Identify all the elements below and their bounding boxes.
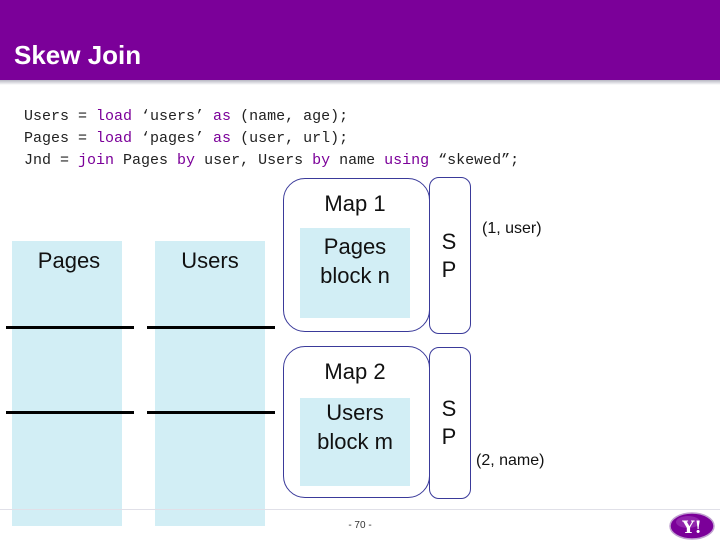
annotation-2-name: (2, name) <box>476 452 545 469</box>
annotation-1-user: (1, user) <box>482 220 542 237</box>
code-token: (user, url); <box>231 130 349 147</box>
slide-title: Skew Join <box>14 40 142 70</box>
title-bar: Skew Join <box>0 0 720 80</box>
map2-block: Users block m <box>300 398 410 486</box>
code-token: Users = <box>24 108 97 125</box>
map2-block-line1: Users <box>326 400 384 425</box>
code-token: user, Users <box>195 152 313 169</box>
sp-box-1 <box>429 177 471 334</box>
map2-label: Map 2 <box>324 359 386 384</box>
code-keyword: by <box>177 152 196 169</box>
page-number: - 70 - <box>348 520 372 531</box>
code-keyword: using <box>384 152 430 169</box>
users-split-line-1 <box>147 326 275 329</box>
yahoo-logo-icon: Y! <box>669 512 715 540</box>
svg-text:Y!: Y! <box>681 518 702 538</box>
users-column-label: Users <box>181 248 239 273</box>
code-line-3: Jnd = join Pages by user, Users by name … <box>24 150 519 172</box>
sp-text-1: S P <box>437 228 461 284</box>
map2-block-line2: block m <box>317 429 393 454</box>
pages-column <box>12 241 122 526</box>
code-token: Pages = <box>24 130 97 147</box>
pages-split-line-2 <box>6 411 134 414</box>
sp-text-2: S P <box>437 395 461 451</box>
pages-column-label: Pages <box>37 248 101 273</box>
code-keyword: as <box>213 108 232 125</box>
code-keyword: join <box>78 152 115 169</box>
code-token: ‘users’ <box>132 108 214 125</box>
code-keyword: as <box>213 130 232 147</box>
code-token: Jnd = <box>24 152 79 169</box>
map1-block-line1: Pages <box>323 234 387 259</box>
users-column <box>155 241 265 526</box>
code-token: (name, age); <box>231 108 349 125</box>
users-split-line-2 <box>147 411 275 414</box>
code-keyword: by <box>312 152 331 169</box>
sp-text-2-line2: P <box>441 424 457 449</box>
code-token: name <box>330 152 385 169</box>
code-block: Users = load ‘users’ as (name, age);Page… <box>24 106 519 172</box>
code-token: “skewed”; <box>429 152 520 169</box>
code-line-1: Users = load ‘users’ as (name, age); <box>24 106 519 128</box>
sp-text-1-line1: S <box>441 229 457 254</box>
code-token: Pages <box>114 152 178 169</box>
sp-text-2-line1: S <box>441 396 457 421</box>
code-keyword: load <box>96 108 133 125</box>
map1-block: Pages block n <box>300 228 410 318</box>
footer-divider <box>0 509 720 510</box>
code-token: ‘pages’ <box>132 130 214 147</box>
sp-text-1-line2: P <box>441 257 457 282</box>
title-divider <box>0 80 720 85</box>
pages-split-line-1 <box>6 326 134 329</box>
code-line-2: Pages = load ‘pages’ as (user, url); <box>24 128 519 150</box>
code-keyword: load <box>96 130 133 147</box>
map1-block-line2: block n <box>320 263 390 288</box>
sp-box-2 <box>429 347 471 499</box>
map1-label: Map 1 <box>324 191 386 216</box>
